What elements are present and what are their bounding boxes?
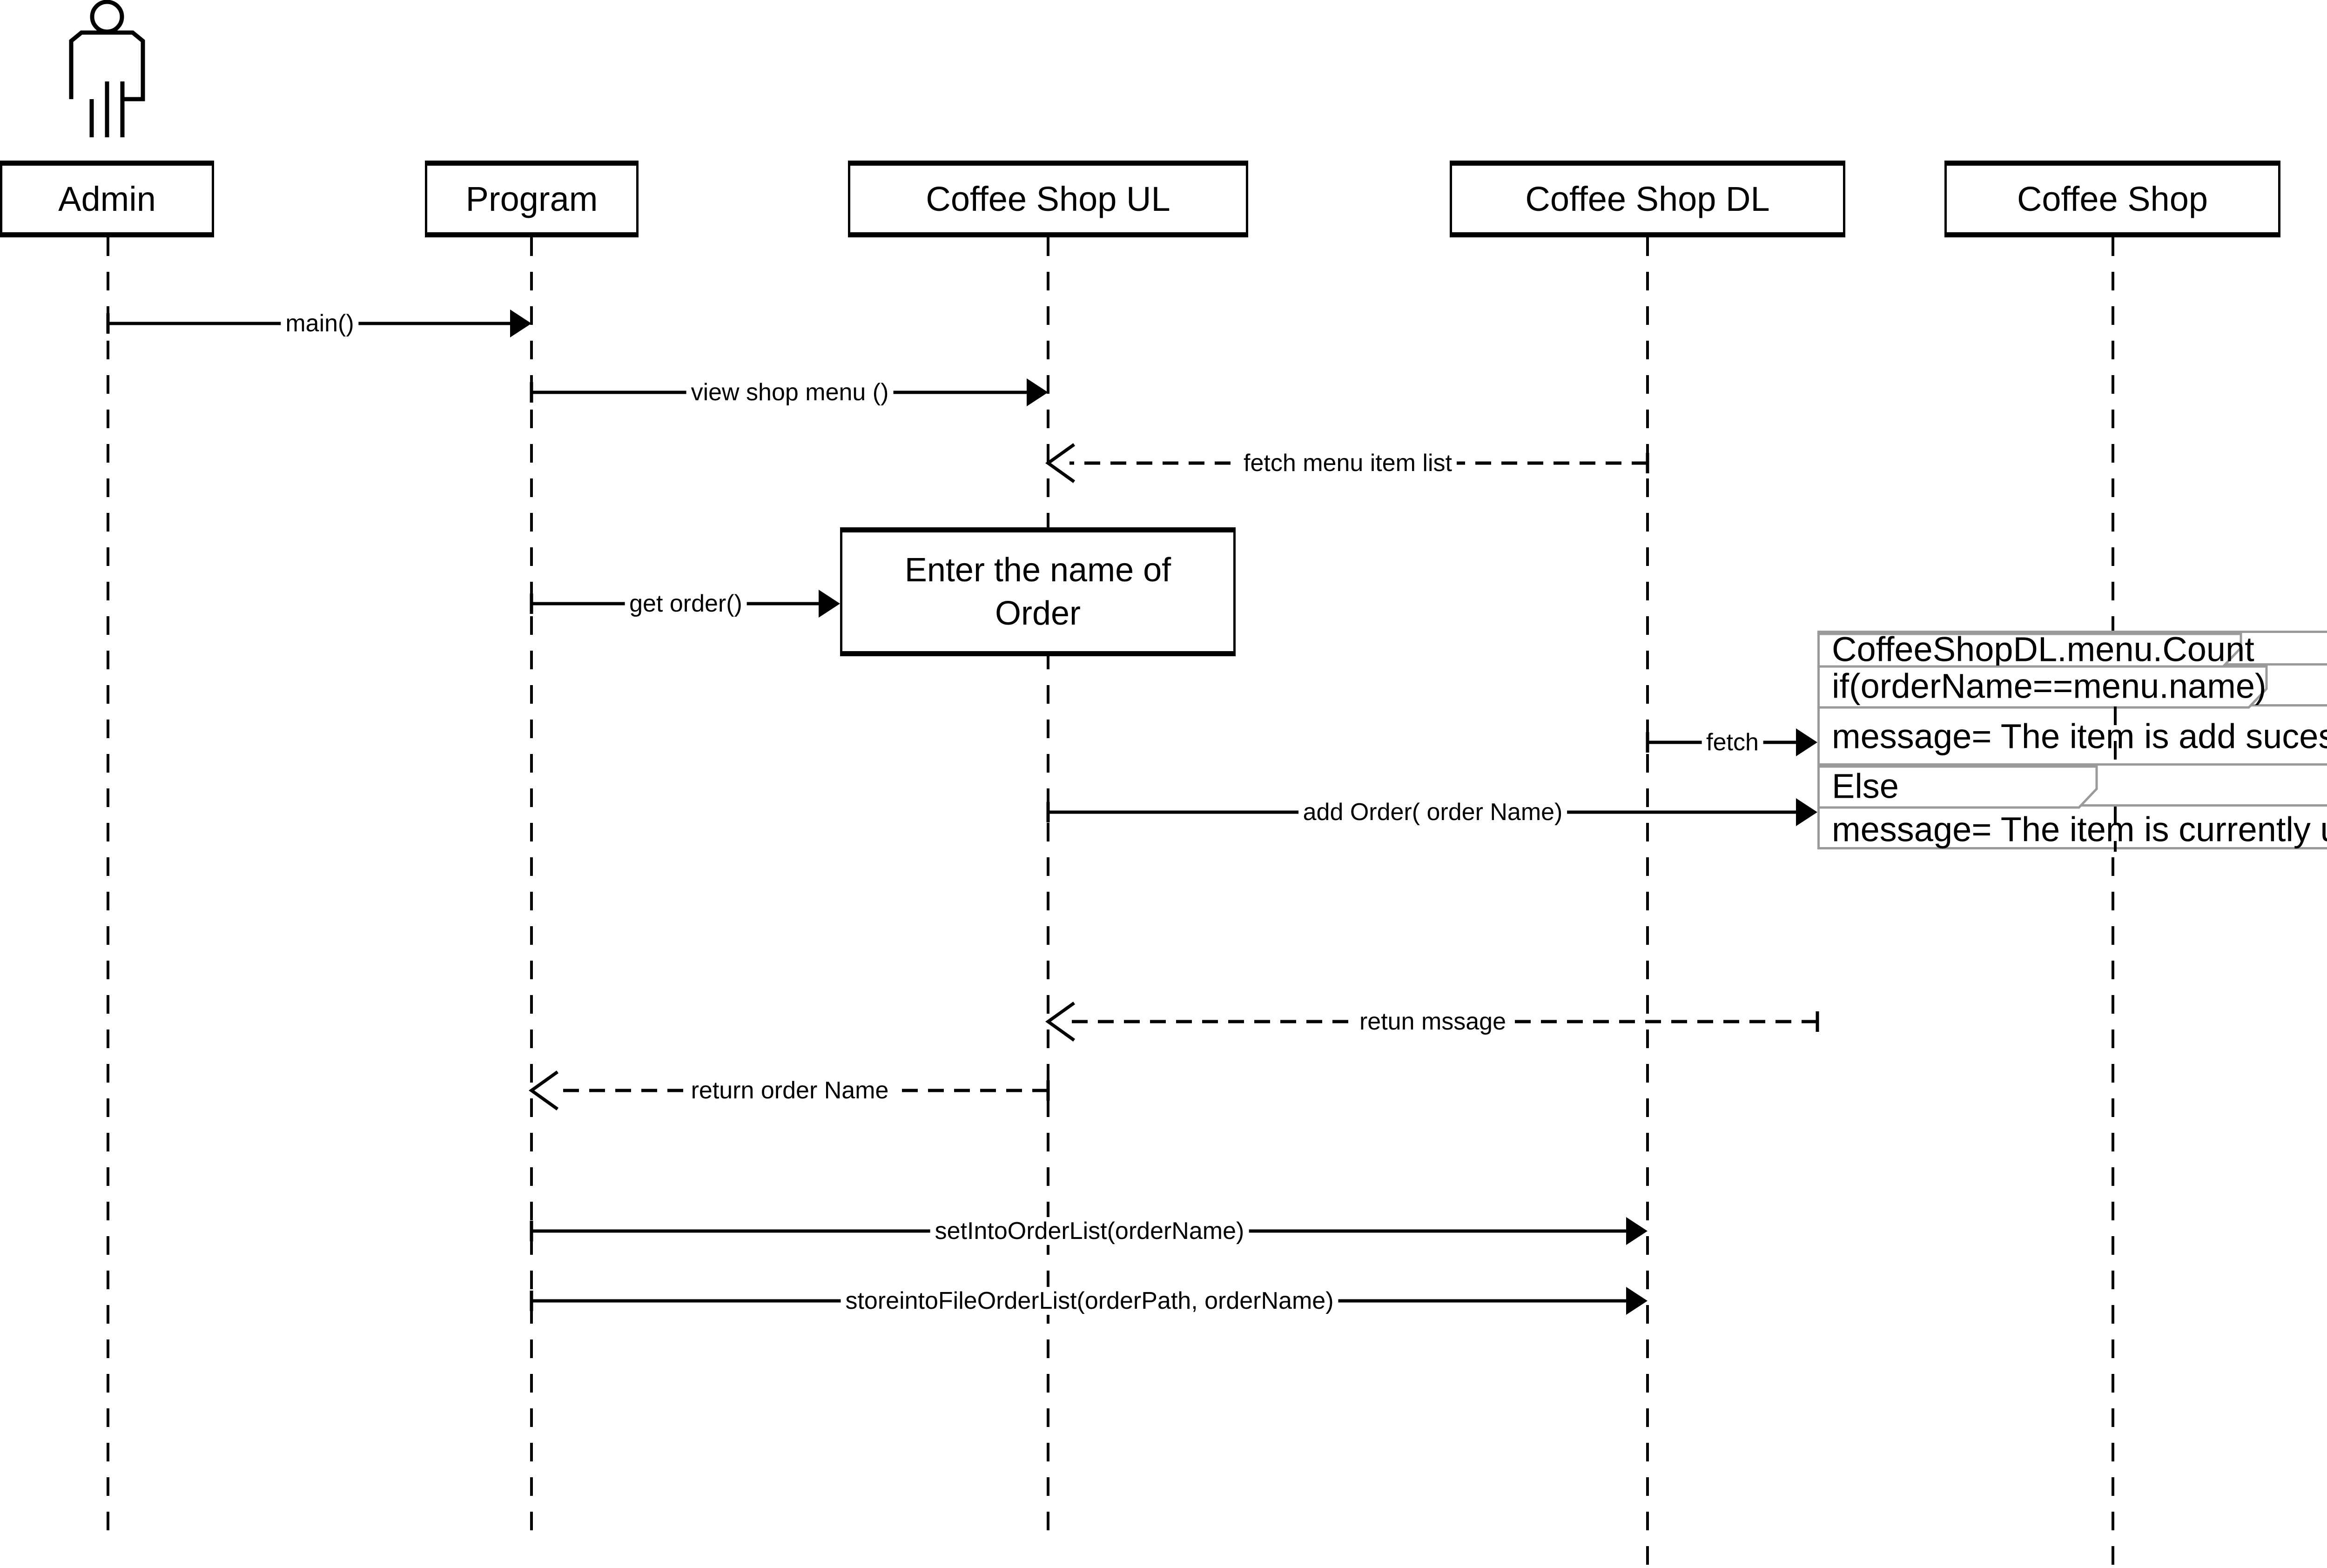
message-label-m7: retun mssage [1354,1008,1511,1036]
lifeline-header-label: Coffee Shop [2017,180,2208,218]
fragment-operator-tab [1820,666,2268,709]
fragment-text-r4: Else [1832,767,1899,806]
lifeline-header-shop[interactable]: Coffee Shop [1944,161,2280,237]
message-label-m1: main() [281,310,359,337]
lifeline-shop-segment [2114,707,2117,766]
message-arrowhead-m9 [1626,1217,1648,1245]
message-label-m4: get order() [625,590,747,618]
lifeline-header-dl[interactable]: Coffee Shop DL [1450,161,1845,237]
note-enter-order-name: Enter the name of Order [840,527,1236,656]
lifeline-header-ul[interactable]: Coffee Shop UL [848,161,1248,237]
lifeline-shop-segment [2114,807,2117,852]
message-arrowhead-m3 [1045,443,1076,483]
message-label-m8: return order Name [686,1077,894,1104]
lifeline-header-program[interactable]: Program [425,161,639,237]
note-line-1: Enter the name of [904,552,1171,589]
lifeline-header-label: Admin [58,180,156,218]
message-arrowhead-m7 [1045,1002,1076,1042]
fragment-text-r2: if(orderName==menu.name) [1832,666,2266,706]
message-arrowhead-m2 [1027,378,1048,406]
lifeline-header-label: Coffee Shop UL [926,180,1170,218]
message-arrowhead-m5 [1796,728,1817,756]
fragment-row-r4: Else [1820,766,2327,809]
message-arrowhead-m1 [510,310,531,337]
message-arrowhead-m6 [1796,798,1817,826]
message-arrowhead-m8 [528,1070,559,1110]
fragment-row-r3: message= The item is add sucessfully [1820,707,2327,766]
message-label-m10: storeintoFileOrderList(orderPath, orderN… [841,1287,1338,1315]
fragment-row-r5: message= The item is currently unavilabl… [1820,807,2327,852]
fragment-text-r5: message= The item is currently unavilabl… [1832,810,2327,848]
fragment-text-r1: CoffeeShopDL.menu.Count [1832,630,2254,669]
lifeline-header-admin[interactable]: Admin [0,161,214,237]
message-label-m2: view shop menu () [686,378,894,406]
lifeline-header-label: Coffee Shop DL [1525,180,1770,218]
message-label-m3: fetch menu item list [1239,449,1457,477]
lifeline-header-label: Program [465,180,598,218]
fragment-row-r1: CoffeeShopDL.menu.Count [1820,630,2327,669]
message-label-m6: add Order( order Name) [1298,798,1567,826]
message-arrowhead-m4 [819,590,840,618]
message-label-m9: setIntoOrderList(orderName) [930,1217,1249,1245]
note-line-2: Order [995,594,1081,632]
fragment-text-r3: message= The item is add sucessfully [1832,717,2327,755]
fragment-operator-tab [1820,766,2098,809]
message-label-m5: fetch [1702,728,1763,756]
message-arrowhead-m10 [1626,1287,1648,1315]
fragment-row-r2: if(orderName==menu.name) [1820,666,2327,709]
